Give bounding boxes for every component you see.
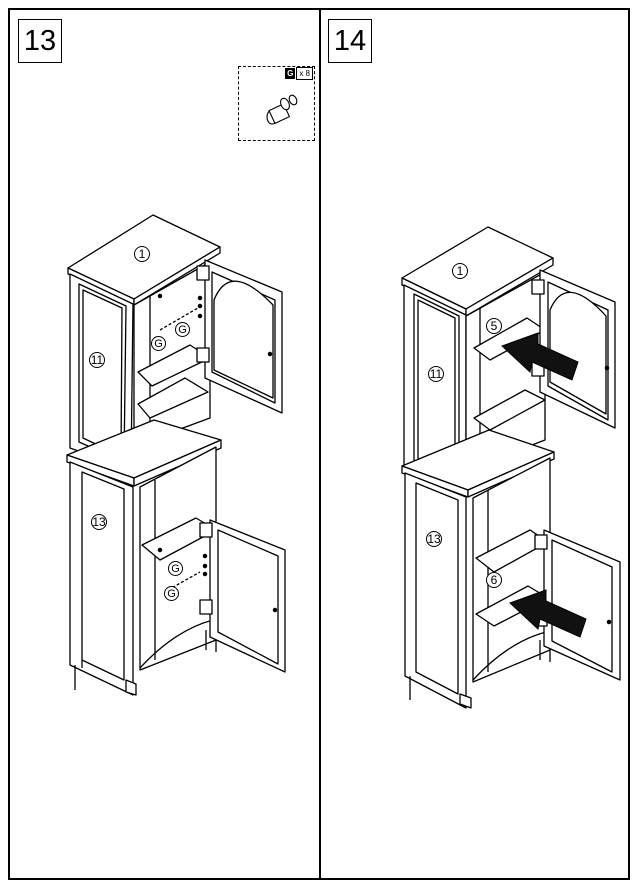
hardware-letter: G — [285, 68, 296, 79]
arrow-icon — [509, 589, 587, 638]
part-label-13: 13 — [426, 531, 442, 547]
hardware-count: x 8 — [296, 67, 313, 80]
hardware-tag-g: G — [164, 586, 179, 601]
hardware-callout: G x 8 — [238, 66, 315, 141]
hardware-tag-g: G — [151, 336, 166, 351]
part-label-1: 1 — [134, 246, 150, 262]
part-label-5: 5 — [486, 318, 502, 334]
hardware-label: G x 8 — [285, 67, 313, 80]
hardware-tag-g: G — [168, 561, 183, 576]
part-label-11: 11 — [89, 352, 105, 368]
step-divider — [319, 8, 321, 880]
step-13-number: 13 — [18, 19, 62, 63]
step-14-number: 14 — [328, 19, 372, 63]
part-label-6: 6 — [486, 572, 502, 588]
arrow-icon — [501, 332, 579, 381]
part-label-1: 1 — [452, 263, 468, 279]
hardware-tag-g: G — [175, 322, 190, 337]
dowel-pin-icon — [266, 94, 298, 125]
part-label-11: 11 — [428, 366, 444, 382]
part-label-13: 13 — [91, 514, 107, 530]
